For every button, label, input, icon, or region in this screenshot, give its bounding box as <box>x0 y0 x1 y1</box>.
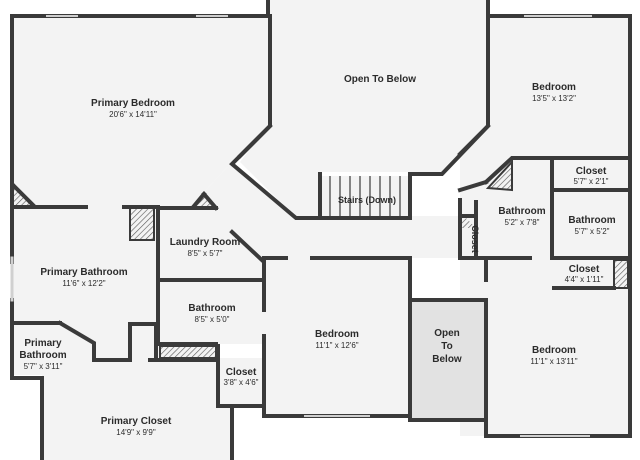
primary-closet-dims: 14'9" x 9'9" <box>116 428 156 437</box>
primary-bathroom-name: Primary Bathroom <box>40 267 127 278</box>
stairs-name: Stairs (Down) <box>338 195 396 205</box>
bedroom-top-right-dims: 13'5" x 13'2" <box>532 94 576 103</box>
room-labels: Primary Bedroom 20'6" x 14'11" Open To B… <box>19 74 615 437</box>
walls <box>10 0 632 460</box>
primary-bathroom-small-line2: Bathroom <box>19 350 66 361</box>
primary-bedroom-floor <box>12 18 268 207</box>
bathroom-right-dims: 5'7" x 5'2" <box>575 227 610 236</box>
bedroom-top-right-name: Bedroom <box>532 82 576 93</box>
windows <box>46 15 592 437</box>
primary-bedroom-dims: 20'6" x 14'11" <box>109 110 157 119</box>
chase-closet-right <box>613 259 629 289</box>
closet-top-right-name: Closet <box>576 166 607 177</box>
primary-bathroom-small-dims: 5'7" x 3'11" <box>24 362 63 371</box>
primary-closet-name: Primary Closet <box>101 416 172 427</box>
bathroom-center-dims: 8'5" x 5'0" <box>195 315 230 324</box>
bedroom-bottom-right-dims: 11'1" x 13'11" <box>530 357 577 366</box>
closet-center-name: Closet <box>226 367 257 378</box>
primary-bathroom-small-line1: Primary <box>24 338 62 349</box>
bedroom-center-floor <box>264 258 408 416</box>
primary-closet-floor <box>42 360 232 460</box>
bedroom-center-name: Bedroom <box>315 329 359 340</box>
chase-bath-corner <box>485 159 513 192</box>
open-to-below-top-floor <box>240 0 488 216</box>
closet-top-right-dims: 5'7" x 2'1" <box>574 177 609 186</box>
open-to-below-small-line3: Below <box>432 354 462 365</box>
closet-vertical-name: Closet <box>470 225 480 253</box>
bedroom-center-dims: 11'1" x 12'6" <box>315 341 358 350</box>
chase-bath <box>159 345 217 359</box>
closet-center-dims: 3'8" x 4'6" <box>224 378 259 387</box>
bathroom-center-floor <box>158 280 264 344</box>
open-to-below-top-name: Open To Below <box>344 74 416 85</box>
stair-treads <box>329 176 401 216</box>
open-to-below-small-floor <box>410 302 486 420</box>
stairs-floor <box>320 176 408 216</box>
closet-small-right-dims: 4'4" x 1'11" <box>565 275 604 284</box>
primary-bathroom-dims: 11'6" x 12'2" <box>62 279 105 288</box>
laundry-room-name: Laundry Room <box>170 237 241 248</box>
closet-small-right-name: Closet <box>569 264 600 275</box>
laundry-room-dims: 8'5" x 5'7" <box>188 249 223 258</box>
bathroom-middle-dims: 5'2" x 7'8" <box>505 218 540 227</box>
primary-bedroom-name: Primary Bedroom <box>91 98 175 109</box>
bedroom-top-right-floor <box>458 18 628 182</box>
bathroom-right-name: Bathroom <box>568 215 615 226</box>
open-to-below-small-line2: To <box>441 341 452 352</box>
open-to-below-small-line1: Open <box>434 328 460 339</box>
bathroom-middle-name: Bathroom <box>498 206 545 217</box>
floor-fills <box>12 0 628 460</box>
chase-laundry <box>129 207 155 241</box>
bedroom-bottom-right-name: Bedroom <box>532 345 576 356</box>
bathroom-center-name: Bathroom <box>188 303 235 314</box>
